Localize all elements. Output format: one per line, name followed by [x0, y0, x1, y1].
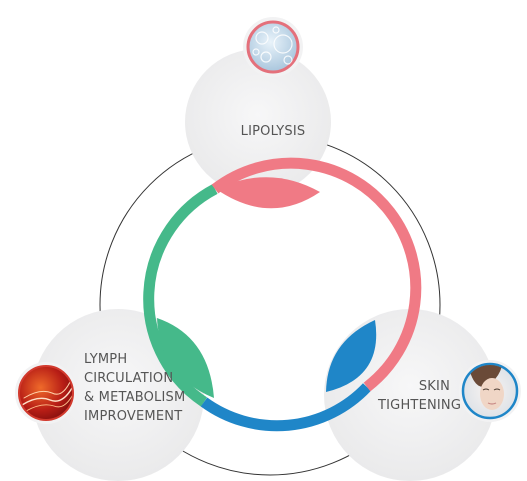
ring-segment-green	[143, 184, 218, 407]
label-skin-line-1: SKIN	[418, 379, 450, 394]
label-lymph-line-2: CIRCULATION	[84, 371, 174, 386]
label-lymph: LYMPH CIRCULATION & METABOLISM IMPROVEME…	[84, 350, 244, 426]
label-lipolysis-line: LIPOLYSIS	[240, 124, 306, 139]
flow-waves-icon	[15, 362, 77, 424]
bubbles-icon	[243, 17, 303, 77]
ring-segment-pink	[211, 157, 422, 392]
label-lymph-line-1: LYMPH	[84, 352, 128, 367]
label-skin-tightening: SKIN TIGHTENING	[378, 377, 462, 415]
label-lymph-line-3: & METABOLISM	[84, 390, 186, 405]
lens-lipolysis	[216, 177, 320, 209]
label-skin-line-2: TIGHTENING	[378, 398, 462, 413]
label-lymph-line-4: IMPROVEMENT	[84, 409, 183, 424]
face-icon	[459, 360, 521, 422]
lens-skin	[326, 320, 377, 392]
label-lipolysis: LIPOLYSIS	[221, 122, 325, 141]
ring-segment-blue	[200, 383, 371, 432]
lens-lymph	[157, 318, 214, 398]
